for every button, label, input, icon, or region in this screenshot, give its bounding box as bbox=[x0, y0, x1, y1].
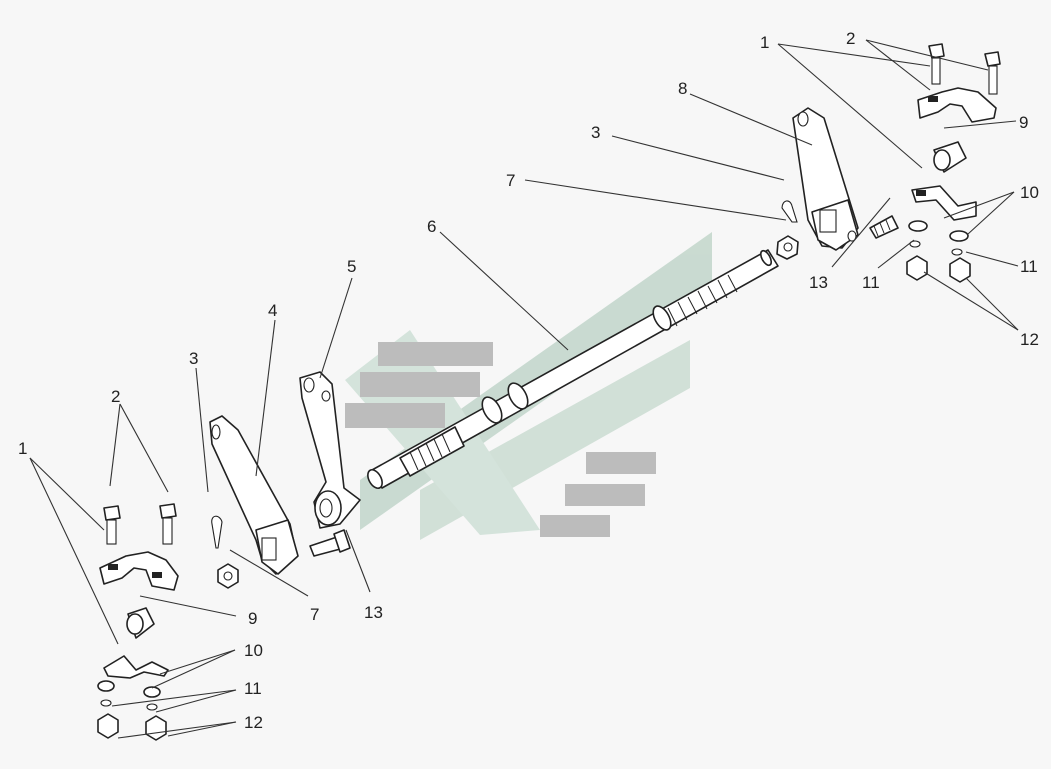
label-3-right: 3 bbox=[591, 123, 600, 142]
label-12-right: 12 bbox=[1020, 330, 1039, 349]
label-4: 4 bbox=[268, 301, 277, 320]
label-10-left: 10 bbox=[244, 641, 263, 660]
label-12-left: 12 bbox=[244, 713, 263, 732]
label-6: 6 bbox=[427, 217, 436, 236]
label-7-left: 7 bbox=[310, 605, 319, 624]
label-13-right: 13 bbox=[809, 273, 828, 292]
label-9-left: 9 bbox=[248, 609, 257, 628]
label-1-right: 1 bbox=[760, 33, 769, 52]
right-hardware bbox=[776, 43, 1001, 283]
label-2-right: 2 bbox=[846, 29, 855, 48]
label-5: 5 bbox=[347, 257, 356, 276]
left-lever-4 bbox=[209, 415, 299, 575]
label-11-right-b: 11 bbox=[1020, 257, 1038, 276]
label-7-right: 7 bbox=[506, 171, 515, 190]
right-lever bbox=[792, 107, 859, 251]
label-1-left: 1 bbox=[18, 439, 27, 458]
label-2-left: 2 bbox=[111, 387, 120, 406]
label-9-right: 9 bbox=[1019, 113, 1028, 132]
cross-shaft bbox=[367, 249, 779, 490]
left-lever-5 bbox=[299, 371, 361, 529]
label-11-right-a: 11 bbox=[862, 273, 880, 292]
callout-labels: 1 2 8 9 3 7 10 6 11 13 11 12 5 4 3 2 1 9… bbox=[18, 29, 1039, 732]
label-13-left: 13 bbox=[364, 603, 383, 622]
label-10-right: 10 bbox=[1020, 183, 1039, 202]
leader-lines bbox=[29, 39, 1019, 739]
label-11-left: 11 bbox=[244, 679, 262, 698]
label-8: 8 bbox=[678, 79, 687, 98]
label-3-left: 3 bbox=[189, 349, 198, 368]
